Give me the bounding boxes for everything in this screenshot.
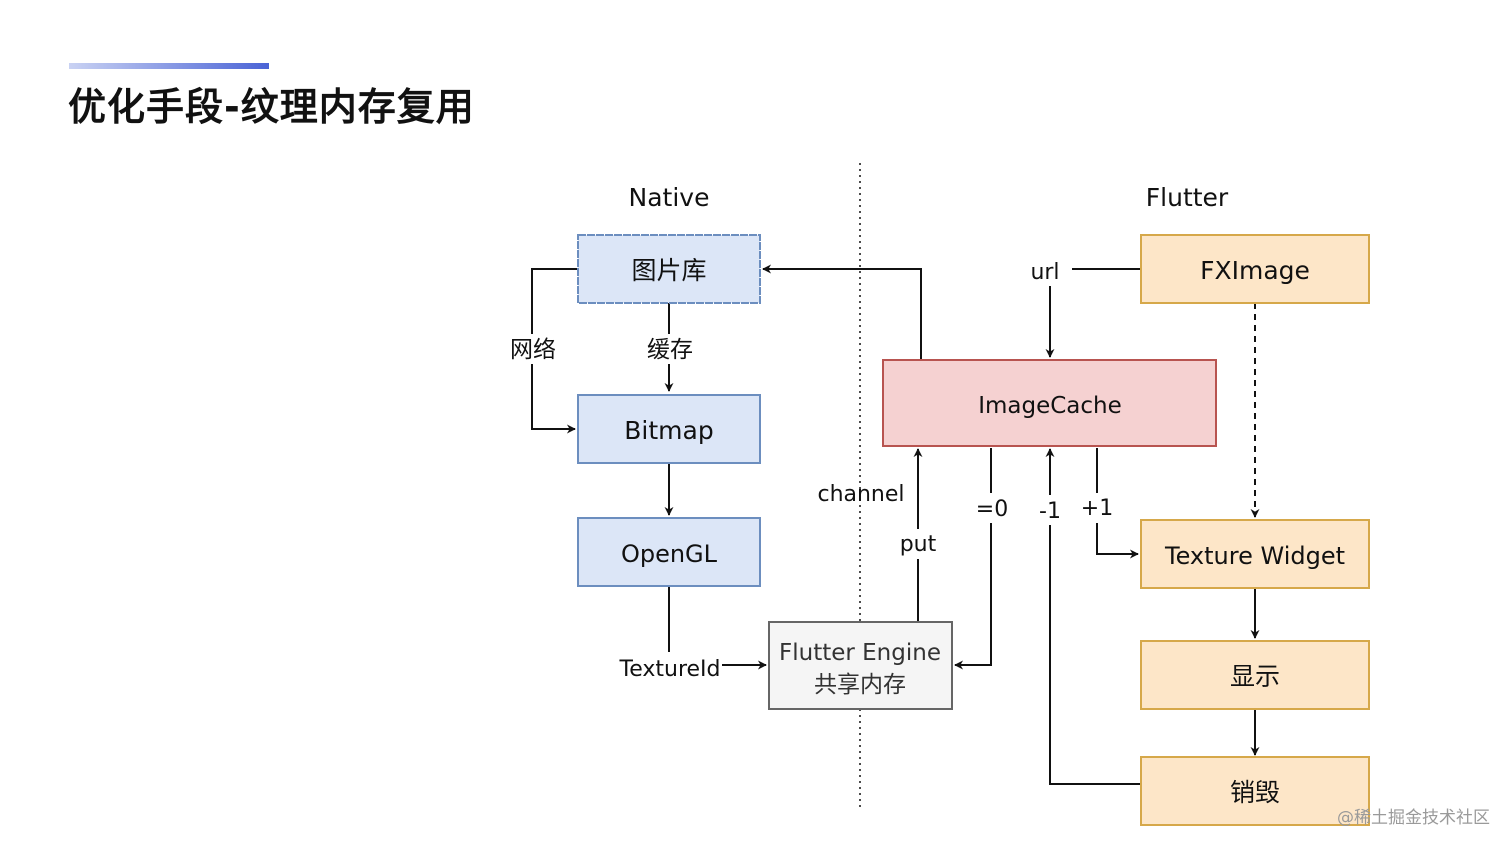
node-destroy: 销毁 (1140, 756, 1370, 826)
label-channel: channel (817, 482, 904, 507)
node-fximage: FXImage (1140, 234, 1370, 304)
node-image-library-label: 图片库 (631, 256, 706, 285)
node-image-cache-label: ImageCache (978, 393, 1122, 419)
label-url: url (1030, 260, 1059, 285)
node-display: 显示 (1140, 640, 1370, 710)
edge-plus-one (1096, 448, 1139, 559)
node-flutter-engine-line2: 共享内存 (814, 672, 906, 698)
watermark: @稀土掘金技术社区 (1337, 808, 1490, 828)
edge-eq-zero (954, 448, 992, 670)
edge-minus-one (1045, 448, 1141, 785)
edge-channel (762, 264, 922, 359)
node-texture-widget: Texture Widget (1140, 519, 1370, 589)
node-image-cache: ImageCache (882, 359, 1217, 447)
node-flutter-engine-line1: Flutter Engine (779, 640, 941, 666)
node-bitmap-label: Bitmap (624, 416, 713, 445)
flutter-section-label: Flutter (1146, 183, 1229, 212)
node-opengl-label: OpenGL (621, 540, 718, 568)
label-minus-one: -1 (1039, 499, 1061, 524)
native-section-label: Native (629, 183, 710, 212)
node-destroy-label: 销毁 (1230, 778, 1280, 807)
label-cache: 缓存 (647, 337, 693, 363)
title-accent-bar (69, 63, 269, 69)
node-bitmap: Bitmap (577, 394, 761, 464)
label-network: 网络 (510, 337, 556, 363)
slide-title: 优化手段-纹理内存复用 (68, 85, 475, 129)
label-texture-id: TextureId (619, 657, 721, 682)
node-texture-widget-label: Texture Widget (1164, 542, 1345, 570)
label-put: put (900, 532, 937, 557)
node-opengl: OpenGL (577, 517, 761, 587)
node-flutter-engine: Flutter Engine 共享内存 (768, 621, 953, 710)
node-fximage-label: FXImage (1200, 256, 1310, 285)
node-image-library: 图片库 (577, 234, 761, 304)
label-plus-one: +1 (1081, 496, 1113, 521)
node-display-label: 显示 (1230, 662, 1280, 691)
label-eq-zero: =0 (976, 497, 1008, 522)
